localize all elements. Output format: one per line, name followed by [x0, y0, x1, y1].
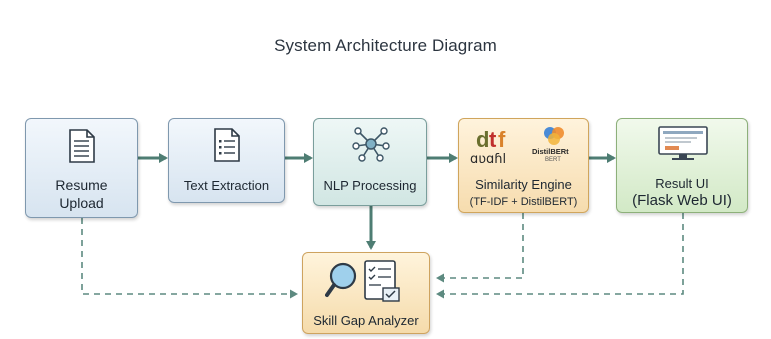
node-similarity-engine: d t f ɑʋɑɦl DistilBERt BERT Similarity E… [458, 118, 589, 213]
node-label: Skill Gap Analyzer [313, 313, 419, 328]
node-label: Text Extraction [183, 178, 270, 193]
monitor-icon [658, 126, 708, 160]
dashed-resume-to-analyzer [81, 218, 298, 299]
node-result-ui: Result UI (Flask Web UI) [616, 118, 748, 213]
dashed-similarity-to-analyzer [436, 213, 524, 283]
node-sublabel: (TF-IDF + DistilBERT) [469, 196, 578, 208]
node-label-line2: Upload [59, 195, 104, 211]
node-resume-upload: Resume Upload [25, 118, 138, 218]
svg-text:BERT: BERT [545, 157, 561, 163]
svg-text:ɑʋɑɦl: ɑʋɑɦl [470, 152, 506, 165]
node-label: Result UI [655, 176, 709, 191]
magnifier-checklist-icon [325, 260, 400, 302]
tfidf-logo: d t f ɑʋɑɦl [470, 127, 506, 165]
svg-text:f: f [498, 127, 506, 152]
diagram-title: System Architecture Diagram [274, 36, 497, 55]
network-hub-icon [352, 127, 390, 162]
node-nlp-processing: NLP Processing [313, 118, 427, 206]
node-label: Similarity Engine [475, 177, 572, 192]
svg-text:d: d [476, 127, 489, 152]
node-label-line1: Resume [55, 177, 108, 193]
list-document-icon [214, 128, 240, 162]
svg-text:t: t [489, 127, 497, 152]
distilbert-logo: DistilBERt BERT [532, 127, 569, 163]
node-label: NLP Processing [323, 178, 417, 193]
node-skill-gap-analyzer: Skill Gap Analyzer [302, 252, 430, 334]
svg-text:DistilBERt: DistilBERt [532, 147, 569, 156]
dashed-result-to-analyzer [436, 213, 684, 299]
node-text-extraction: Text Extraction [168, 118, 285, 203]
document-icon [69, 129, 95, 163]
node-sublabel: (Flask Web UI) [632, 192, 732, 209]
